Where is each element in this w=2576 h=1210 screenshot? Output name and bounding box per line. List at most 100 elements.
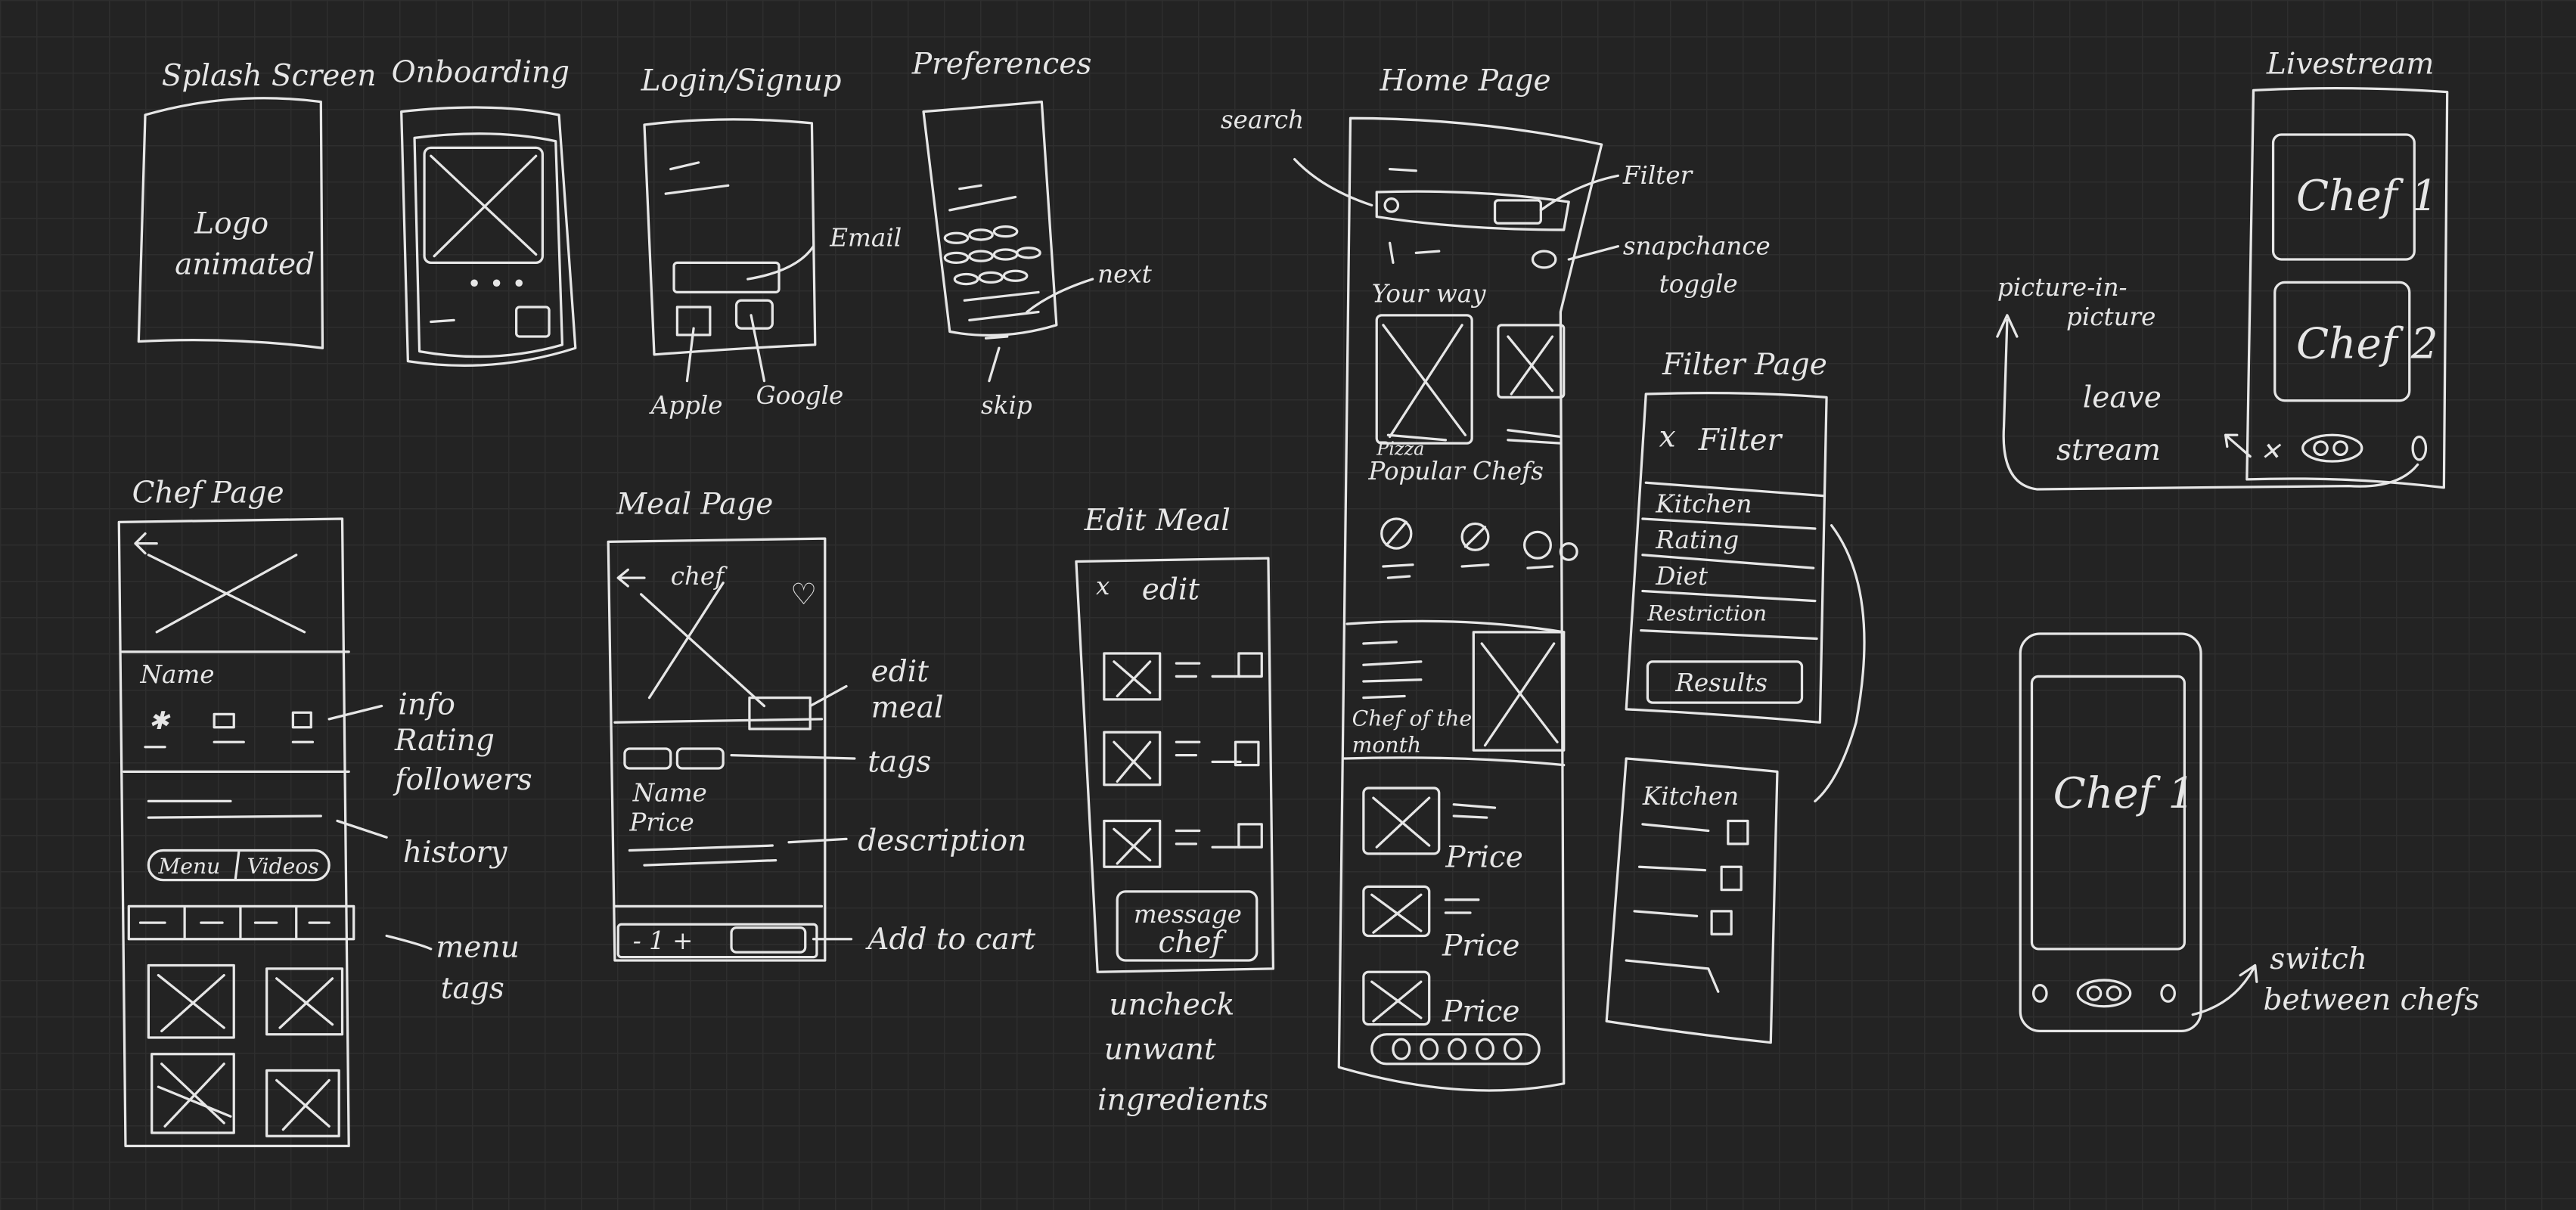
chef2-tile-label: Chef 2 [2296,319,2438,368]
toggle-label-2: toggle [1659,269,1738,298]
message-chef-button [1116,890,1259,962]
note-line-3: ingredients [1097,1084,1268,1118]
preferences-sketch: Preferences next skip [911,48,1153,420]
switch-label-1: switch [2270,942,2367,976]
followers-label: followers [393,763,532,797]
meal-page-title: Meal Page [616,488,773,522]
edit-meal-label-1: edit [871,655,930,689]
meal-price-label: Price [628,808,694,837]
meal-page-sketch: Meal Page chef ♡ edit meal tags Name Pri… [607,488,1035,962]
price-1: Price [1445,840,1522,874]
info-label: info [398,687,455,721]
preferences-title: Preferences [911,48,1092,82]
popular-chefs-label: Popular Chefs [1367,457,1544,486]
leave-icon: ✕ [2260,437,2281,466]
pip-label-2: picture [2066,302,2155,331]
pip-icon [2411,435,2428,461]
location-icon [1388,241,1441,264]
results-button [1646,660,1804,704]
menu-label: menu [436,931,519,965]
leave-stream-label-2: stream [2056,433,2161,467]
splash-logo-text: Logo [194,206,268,240]
chef-of-month-label-2: month [1352,732,1421,757]
bottom-nav-icons [1392,1038,1522,1060]
chef1-video [2030,675,2186,951]
splash-title: Splash Screen [162,59,377,93]
search-bar [1375,190,1570,231]
switch-icon [2301,433,2363,463]
kitchen-checklist [1625,819,1749,993]
description-label: description [858,824,1026,858]
onboarding-sketch: Onboarding • • • [392,56,577,368]
skip-label: skip [981,391,1032,420]
chef-name-label: Name [139,660,214,689]
toggle-label-1: snapchance [1623,231,1771,260]
rating-label: Rating [394,724,495,758]
edit-meal-button [748,697,812,731]
email-label: Email [829,224,902,253]
home-page-sketch: Home Page search Filter snapchance toggl… [1221,64,1771,1092]
price-2: Price [1442,929,1519,963]
note-line-2: unwant [1104,1032,1216,1066]
edit-meal-sketch: Edit Meal x edit message chef uncheck un… [1075,504,1275,1118]
livestream-title: Livestream [2266,48,2434,82]
filter-row-restriction: Restriction [1646,601,1767,626]
onboarding-title: Onboarding [392,56,570,90]
chef-of-month-label-1: Chef of the [1352,706,1472,731]
pizza-label: Pizza [1376,438,1424,459]
filter-close-icon: x [1659,420,1676,455]
note-line-1: uncheck [1109,988,1234,1022]
quantity-stepper: - 1 + [633,926,694,955]
message-label-2: chef [1158,926,1227,960]
add-to-cart-bar [616,923,818,959]
chef-page-sketch: Chef Page Name ✱ info Rating followers h… [117,476,532,1147]
search-label: search [1221,105,1304,134]
meal-name-label: Name [632,778,707,807]
chef1-tile-label: Chef 1 [2296,172,2438,221]
edit-meal-label-2: meal [871,691,944,725]
videos-tab-label: Videos [247,854,319,879]
menu-tab-label: Menu [157,854,220,879]
chef1-stream-tile [2271,133,2416,261]
filter-label: Filter [1622,161,1694,190]
price-3: Price [1442,994,1519,1028]
tags-label: tags [441,972,504,1006]
ingredient-rows [1103,652,1263,868]
single-stream-sketch: Chef 1 switch between chefs [2019,632,2480,1032]
pip-label-1: picture-in- [1997,273,2128,302]
search-icon [1383,197,1400,213]
menu-videos-toggle [147,849,331,882]
edit-meal-title: Edit Meal [1084,504,1231,538]
login-sketch: Login/Signup Email Apple Google [641,64,902,420]
google-label: Google [756,381,844,410]
filter-button [1493,199,1542,225]
pager-dots-icon: • • • [467,269,526,298]
menu-grid [147,963,344,1137]
filter-heading: Filter [1698,424,1783,458]
login-title: Login/Signup [641,64,842,98]
next-label: next [1097,259,1153,288]
switch-label-2: between chefs [2264,983,2480,1017]
livestream-sketch: Livestream Chef 1 Chef 2 ✕ picture-in- p… [1996,48,2449,491]
leave-stream-label-1: leave [2083,380,2162,414]
apple-label: Apple [649,391,723,420]
your-way-label: Your way [1372,279,1486,308]
preference-chips [943,225,1041,286]
edit-heading: edit [1142,572,1200,607]
splash-animated-text: animated [175,248,315,282]
results-label: Results [1674,669,1768,697]
favorite-heart-icon: ♡ [790,578,817,612]
star-icon: ✱ [148,706,171,735]
filter-page-sketch: Filter Page x Filter Kitchen Rating Diet… [1605,348,1866,1044]
back-arrow-icon [134,532,158,555]
chef-avatars [1380,517,1578,579]
single-chef-label: Chef 1 [2053,769,2196,818]
back-to-chef-label: chef [671,562,728,591]
kitchen-subpage-title: Kitchen [1642,782,1739,811]
filter-row-kitchen: Kitchen [1655,489,1752,518]
message-label-1: message [1134,900,1242,929]
add-to-cart-label: Add to cart [865,923,1035,957]
tags-annotation: tags [867,745,931,779]
edit-close-icon: x [1096,572,1110,600]
